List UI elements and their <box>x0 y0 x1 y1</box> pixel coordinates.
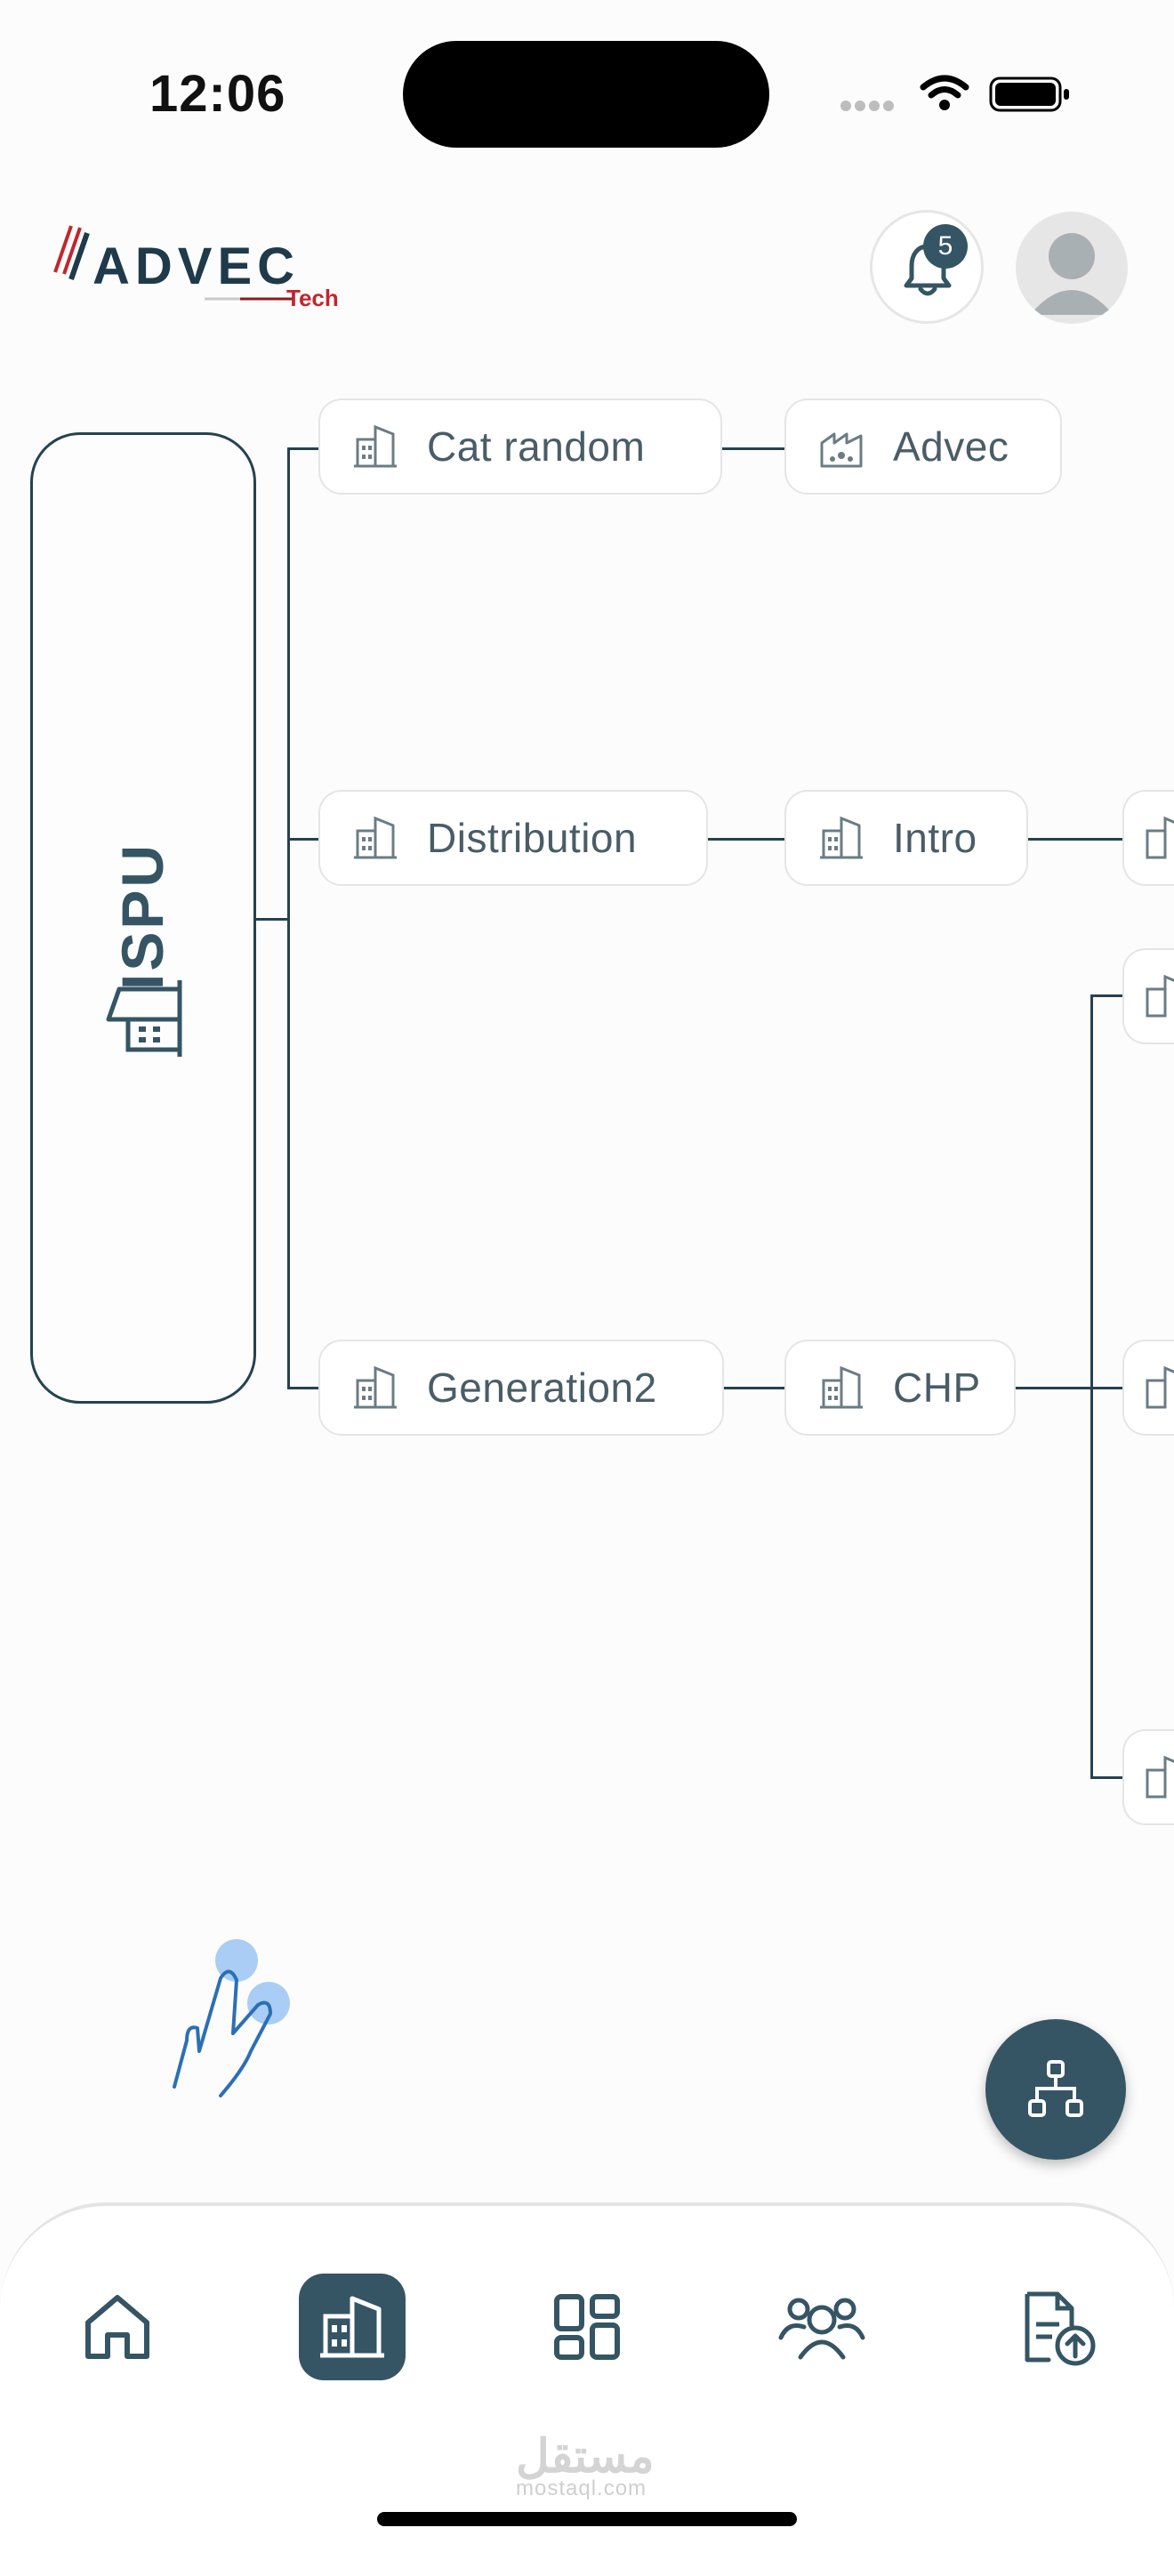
user-placeholder-icon <box>1030 233 1114 315</box>
watermark-latin: mostaql.com <box>516 2476 647 2500</box>
users-icon <box>778 2298 865 2360</box>
connector-line <box>287 1387 319 1389</box>
nav-dashboard[interactable] <box>534 2274 640 2380</box>
battery-icon <box>989 76 1069 112</box>
connector-line <box>1016 1387 1124 1389</box>
nav-home[interactable] <box>64 2274 171 2380</box>
tree-node-label: Generation2 <box>427 1364 657 1411</box>
watermark-arabic: مستقل <box>516 2431 655 2483</box>
tree-node-label: CHP <box>893 1364 981 1411</box>
connector-line <box>287 448 290 1389</box>
tree-node[interactable]: Generation2 <box>318 1340 724 1436</box>
connector-line <box>287 447 319 450</box>
dashboard-icon <box>554 2294 620 2360</box>
tree-node[interactable]: CHP <box>784 1340 1016 1436</box>
building-icon <box>1146 1365 1174 1409</box>
tree-node[interactable]: Distribution <box>318 790 708 886</box>
tree-node[interactable]: Advec <box>784 398 1062 495</box>
tree-node-label: Advec <box>893 423 1009 470</box>
factory-icon <box>820 432 863 468</box>
pinch-gesture-icon <box>173 1939 290 2097</box>
connector-line <box>720 447 786 450</box>
tree-node[interactable]: Intro <box>784 790 1028 886</box>
cellular-signal-icon <box>840 100 897 116</box>
connector-line <box>1028 838 1124 841</box>
advec-logo[interactable]: ADVEC Tech <box>44 222 347 311</box>
building-icon <box>354 1365 397 1409</box>
logo-subtext: Tech <box>286 285 339 311</box>
tree-node-clipped[interactable] <box>1122 948 1174 1044</box>
home-indicator[interactable] <box>377 2512 797 2526</box>
document-upload-icon <box>1025 2291 1096 2366</box>
building-icon <box>820 816 863 859</box>
org-chart-fab[interactable] <box>985 2019 1126 2160</box>
connector-line <box>287 838 319 841</box>
root-node-card[interactable] <box>30 432 256 1404</box>
nav-users[interactable] <box>768 2274 875 2380</box>
connector-line <box>724 1387 786 1389</box>
nav-upload-document[interactable] <box>1005 2274 1112 2380</box>
notifications-button[interactable] <box>870 210 984 324</box>
building-icon <box>1146 974 1174 1018</box>
home-icon <box>85 2295 149 2359</box>
nav-buildings[interactable] <box>299 2274 406 2380</box>
tree-node-clipped[interactable] <box>1122 1340 1174 1436</box>
connector-line <box>1090 994 1124 997</box>
logo-text: ADVEC <box>92 237 301 295</box>
building-icon <box>1146 816 1174 859</box>
building-icon <box>320 2296 384 2358</box>
tree-node-label: Intro <box>893 815 977 861</box>
connector-line <box>1090 994 1093 1779</box>
building-icon <box>1146 1755 1174 1799</box>
notification-count-badge: 5 <box>923 224 968 269</box>
tree-node-label: Distribution <box>427 815 638 861</box>
tree-node-clipped[interactable] <box>1122 790 1174 886</box>
connector-line <box>708 838 786 841</box>
hierarchy-icon <box>1028 2060 1083 2117</box>
building-icon <box>354 424 397 468</box>
status-time: 12:06 <box>149 65 286 123</box>
wifi-icon <box>920 75 969 110</box>
dynamic-island <box>403 41 769 148</box>
logo-mark-icon <box>53 225 294 301</box>
connector-line <box>1090 1776 1124 1779</box>
building-icon <box>820 1365 863 1409</box>
building-icon <box>354 816 397 859</box>
root-node-label: ISPU <box>109 841 175 991</box>
tree-node-label: Cat random <box>427 423 646 470</box>
connector-line <box>254 918 290 921</box>
building-icon <box>106 980 182 1057</box>
avatar[interactable] <box>1016 212 1128 324</box>
tree-node[interactable]: Cat random <box>318 398 722 495</box>
tree-node-clipped[interactable] <box>1122 1729 1174 1825</box>
